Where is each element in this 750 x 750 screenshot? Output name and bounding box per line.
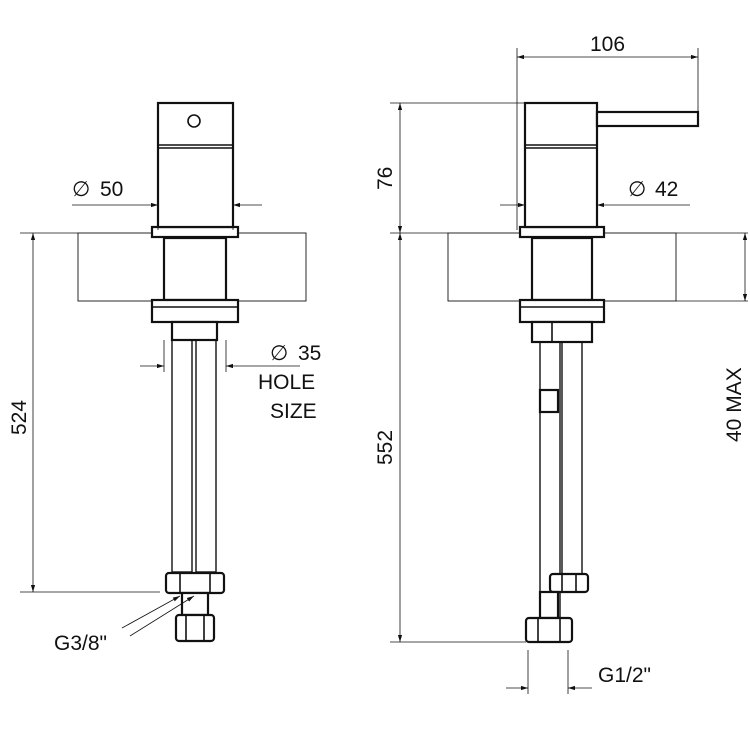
connector-block-right <box>530 320 594 344</box>
shank-left <box>162 236 228 302</box>
dim-diameter-35: 35 <box>298 342 321 365</box>
hose-left-2 <box>195 339 217 573</box>
front-view: ∅ 50 ∅ 35 HOLE SIZE 524 G3/8" <box>8 101 321 655</box>
side-view: 106 76 ∅ 42 552 40 MAX G1/2" <box>374 33 748 694</box>
fixing-nut-left <box>150 298 240 324</box>
faucet-body-left <box>156 101 235 229</box>
connector-block-left <box>170 320 219 342</box>
fitting-stem-left <box>180 591 210 617</box>
size-label: SIZE <box>270 400 317 423</box>
hose-right-2 <box>561 341 583 575</box>
dim-diameter-50: 50 <box>100 178 123 201</box>
base-flange-left <box>150 225 240 239</box>
thread-g12: G1/2" <box>598 664 651 687</box>
faucet-body-right <box>523 101 599 229</box>
shank-right <box>530 236 594 302</box>
diameter-symbol-50: ∅ <box>72 178 90 201</box>
nut-right <box>524 616 574 644</box>
fixing-nut-right <box>518 298 606 324</box>
dim-height-552: 552 <box>374 430 397 465</box>
hole-label: HOLE <box>258 371 315 394</box>
base-flange-right <box>518 225 606 239</box>
thread-g38: G3/8" <box>54 632 107 655</box>
fitting-right-2 <box>548 572 590 594</box>
diameter-symbol-35: ∅ <box>270 342 288 365</box>
dim-height-76: 76 <box>374 167 397 190</box>
dim-diameter-42: 42 <box>655 178 678 201</box>
hose-crimp-right <box>538 388 560 414</box>
hose-left-1 <box>171 339 193 573</box>
handle-hole-icon <box>187 114 201 128</box>
fitting-stem-right <box>538 590 560 620</box>
fitting-left <box>164 571 226 595</box>
dim-width-106: 106 <box>590 33 625 56</box>
nut-left <box>174 613 216 643</box>
dim-height-524: 524 <box>8 400 31 435</box>
dim-max-40: 40 MAX <box>723 367 746 442</box>
diameter-symbol-42: ∅ <box>628 178 646 201</box>
lever-handle <box>595 110 700 128</box>
